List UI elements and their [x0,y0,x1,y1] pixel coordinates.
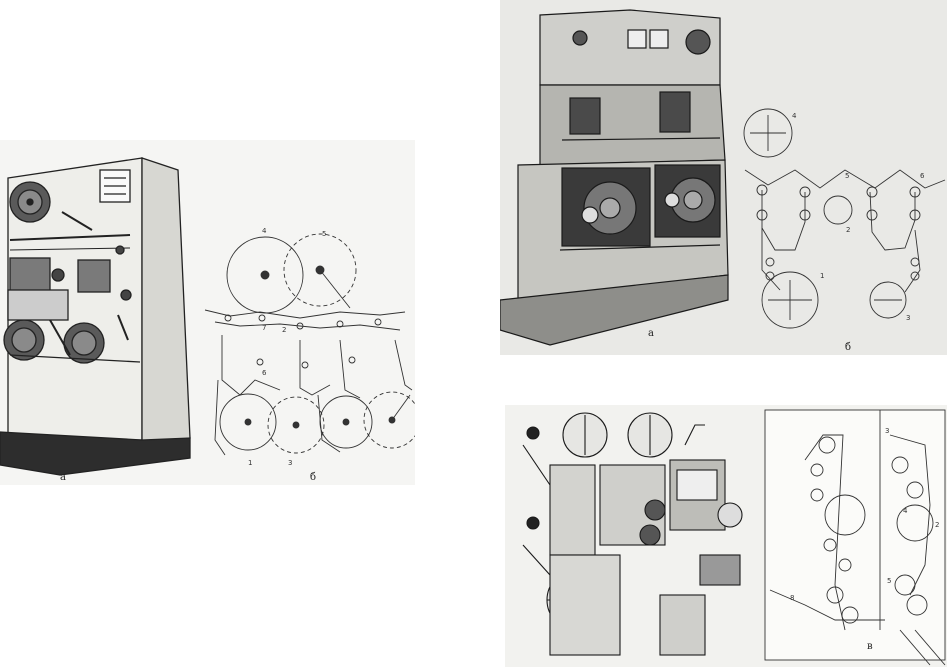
top-right-callout-5: 5 [845,172,849,180]
left-tape-scheme [204,233,415,456]
bottom-right-machine-photo [522,412,743,656]
bottom-right-callout-3: 3 [885,427,889,435]
left-figure: 4 5 7 2 6 1 3 а б [0,140,415,485]
left-machine-photo [0,157,191,476]
top-right-callout-4: 4 [792,112,797,120]
left-callout-3: 3 [288,459,292,467]
left-callout-5: 5 [322,230,326,238]
left-figure-drawing: 4 5 7 2 6 1 3 [0,140,415,485]
left-callout-4: 4 [262,227,267,235]
top-right-callout-1: 1 [820,272,824,280]
left-callout-1: 1 [248,459,252,467]
top-right-machine-photo [500,9,729,346]
left-label-scheme: б [310,472,317,483]
top-right-label-scheme: б [845,342,852,353]
bottom-right-figure-drawing: 3 4 2 5 8 [505,405,947,667]
left-callout-2: 2 [282,326,286,334]
top-right-tape-scheme [743,108,946,329]
top-right-label-photo: а [648,328,654,339]
left-label-photo: а [60,472,66,483]
bottom-right-callout-2: 2 [935,521,939,529]
bottom-right-callout-4: 4 [903,507,908,515]
top-right-callout-6: 6 [920,172,925,180]
top-right-figure: 4 5 6 2 1 3 а б [500,0,947,355]
bottom-right-label-scheme: в [867,641,873,652]
top-right-callout-2: 2 [846,226,850,234]
bottom-right-callout-5: 5 [887,577,891,585]
top-right-figure-drawing: 4 5 6 2 1 3 [500,0,947,355]
left-callout-7: 7 [262,324,266,332]
bottom-right-callout-8: 8 [790,594,794,602]
top-right-callout-3: 3 [906,314,910,322]
bottom-right-figure: 3 4 2 5 8 в [505,405,947,667]
bottom-right-tape-scheme [764,409,946,666]
left-callout-6: 6 [262,369,267,377]
